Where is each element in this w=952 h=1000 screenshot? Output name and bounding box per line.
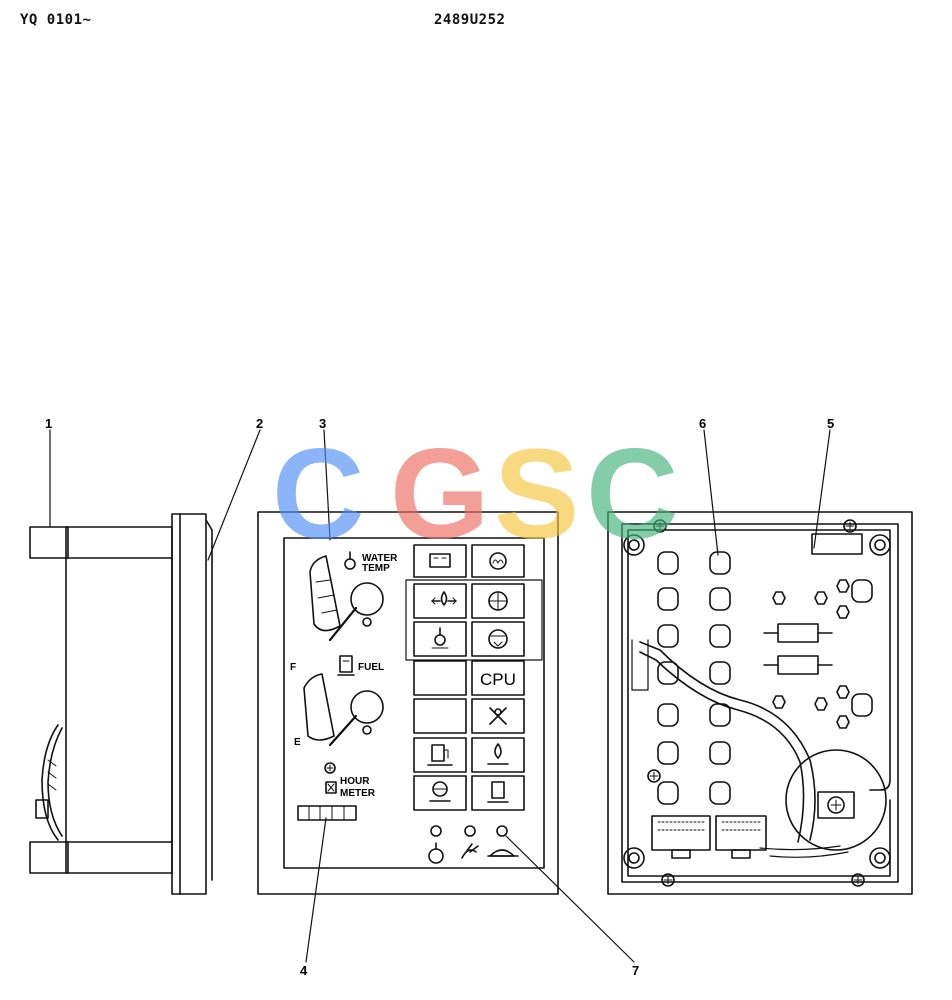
water-temp-gauge — [309, 551, 384, 642]
front-panel — [257, 511, 559, 895]
wiring-harness — [631, 639, 849, 858]
engine-oil-pressure-icon — [431, 591, 457, 606]
fuel-gauge — [303, 655, 384, 747]
resistors — [763, 623, 833, 675]
part-code-label: 2489U252 — [434, 12, 506, 28]
rear-panel — [607, 511, 913, 895]
cgsc-watermark: C G S C — [272, 423, 678, 566]
fuel-pump-icon — [337, 655, 355, 676]
overload-icon — [489, 707, 507, 725]
fuel-empty-label: E — [294, 737, 301, 748]
side-view-bezel — [171, 513, 213, 895]
bulb-sockets — [657, 551, 873, 805]
callout-6: 6 — [699, 416, 706, 431]
buzzer — [785, 749, 887, 851]
model-range-label: YQ 0101~ — [20, 12, 92, 28]
warning-lamp-grid — [405, 544, 543, 811]
battery-charge-icon — [429, 553, 451, 568]
coolant-level-icon — [431, 627, 449, 649]
water-separator-icon — [429, 781, 451, 802]
connectors — [651, 815, 767, 859]
water-temp-label-line1: WATER — [362, 553, 398, 564]
callout-7: 7 — [632, 963, 639, 978]
turtle-icon — [487, 849, 519, 857]
callout-4: 4 — [300, 963, 308, 978]
fuel-label: FUEL — [358, 662, 384, 673]
air-cleaner-icon — [488, 591, 508, 611]
hour-meter-label-line1: HOUR — [340, 776, 370, 787]
watermark-letter: S — [494, 423, 579, 566]
hour-meter — [297, 762, 357, 821]
hour-meter-label-line2: METER — [340, 788, 376, 799]
screw-heads — [647, 519, 865, 887]
water-temp-label-line2: TEMP — [362, 563, 390, 574]
preheat-pilot-icon — [428, 842, 444, 864]
callout-5: 5 — [827, 416, 834, 431]
rabbit-icon — [461, 843, 479, 859]
fuel-level-warning-icon — [427, 744, 453, 766]
mounting-holes — [623, 534, 891, 869]
watermark-letter: C — [272, 423, 364, 566]
fuel-filter-icon — [487, 743, 509, 765]
hydraulic-oil-icon — [488, 629, 508, 649]
watermark-letter: C — [586, 423, 678, 566]
watermark-letter: G — [390, 423, 490, 566]
leader-lines — [49, 429, 831, 963]
hydraulic-filter-icon — [487, 781, 509, 803]
cpu-label: CPU — [480, 670, 516, 689]
thermometer-icon — [344, 551, 356, 570]
pilot-lamps — [428, 825, 519, 864]
callout-3: 3 — [319, 416, 326, 431]
callout-1: 1 — [45, 416, 52, 431]
hex-nuts — [772, 579, 850, 729]
side-view-housing — [29, 526, 173, 874]
fuel-full-label: F — [290, 662, 296, 673]
preheat-icon — [489, 552, 507, 570]
callout-2: 2 — [256, 416, 263, 431]
